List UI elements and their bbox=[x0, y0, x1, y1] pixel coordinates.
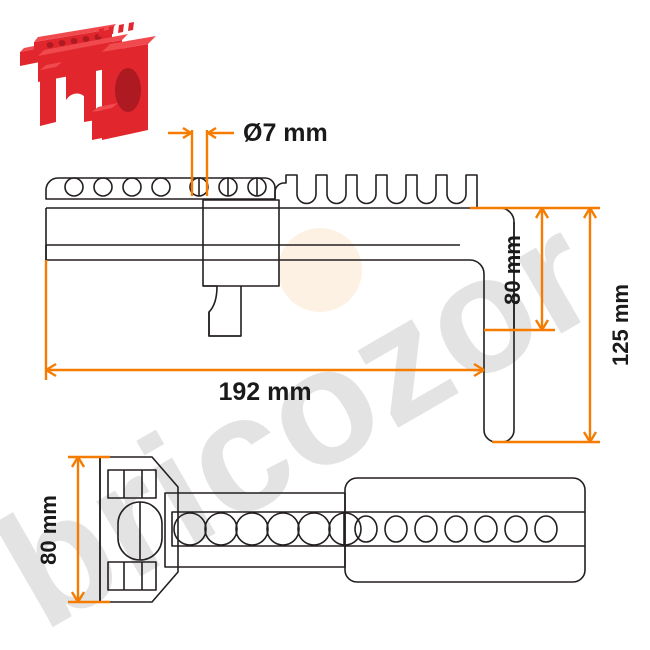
product-main-beam-top bbox=[38, 34, 128, 56]
right-block-hole bbox=[384, 515, 408, 543]
top-bar-hole bbox=[122, 177, 142, 197]
product-lower-tab bbox=[92, 108, 112, 140]
notched-rail bbox=[274, 174, 478, 208]
top-bar-hole bbox=[151, 177, 171, 197]
channel-hole bbox=[297, 512, 331, 546]
channel-hole bbox=[235, 512, 269, 546]
product-tooth bbox=[128, 22, 134, 31]
product-lower-tab-top bbox=[92, 103, 118, 112]
watermark-peach-circle bbox=[278, 228, 362, 312]
product-photo-artwork bbox=[20, 22, 156, 140]
top-perforated-bar bbox=[45, 177, 276, 200]
right-block-hole bbox=[414, 515, 438, 543]
right-block-hole bbox=[504, 515, 528, 543]
beam-left-bottom bbox=[45, 208, 455, 261]
dim125-arrow-top bbox=[582, 207, 598, 219]
right-block-hole bbox=[534, 515, 558, 543]
dimension-lines-group bbox=[44, 126, 600, 604]
head-plate-slot-top bbox=[107, 469, 157, 499]
product-arch-leg bbox=[66, 70, 96, 122]
channel-hole bbox=[173, 512, 207, 546]
product-tooth bbox=[118, 24, 124, 33]
product-rail-hole bbox=[58, 40, 66, 46]
product-tooth bbox=[98, 28, 104, 37]
top-bar-hole bbox=[93, 177, 113, 197]
diameter-arrowhead-right bbox=[207, 126, 217, 140]
product-left-leg bbox=[40, 67, 56, 126]
product-photo-inset bbox=[8, 6, 160, 158]
product-body bbox=[20, 22, 156, 140]
right-block-hole bbox=[474, 515, 498, 543]
product-right-block-top bbox=[102, 36, 156, 52]
channel-bar-track bbox=[171, 511, 345, 547]
product-main-beam bbox=[38, 40, 122, 82]
top-bar-hole bbox=[64, 177, 84, 197]
dim80-arrow-top bbox=[534, 207, 550, 219]
diameter-label: Ø7 mm bbox=[243, 119, 328, 147]
dim80b-arrow-top bbox=[70, 456, 86, 468]
product-tooth bbox=[108, 26, 114, 35]
side-elevation-view bbox=[45, 174, 515, 443]
product-rail-highlight bbox=[34, 24, 116, 42]
product-right-block-window bbox=[115, 68, 141, 112]
length-total-label: 192 mm bbox=[218, 378, 311, 406]
head-plate-slot-bottom bbox=[107, 561, 157, 591]
slider-hook-bottom bbox=[208, 312, 241, 337]
width-bottom-label: 80 mm bbox=[36, 495, 61, 565]
dim80b-arrow-bottom bbox=[70, 591, 86, 603]
right-block-hole bbox=[354, 515, 378, 543]
channel-hole bbox=[266, 512, 300, 546]
height-total-label: 125 mm bbox=[608, 284, 633, 366]
dim80-arrow-bottom bbox=[534, 319, 550, 331]
diameter-arrowhead-left bbox=[182, 126, 192, 140]
slider-block bbox=[202, 199, 280, 287]
dim192-arrow-left bbox=[45, 362, 57, 378]
watermark-group: bricozor bbox=[0, 178, 624, 650]
right-block-hole bbox=[444, 515, 468, 543]
product-rail-hole bbox=[82, 36, 90, 42]
product-rail-hole bbox=[46, 42, 54, 48]
dim125-arrow-bottom bbox=[582, 431, 598, 443]
product-left-leg-top bbox=[40, 62, 62, 70]
right-arm-inner bbox=[455, 259, 506, 443]
channel-hole bbox=[204, 512, 238, 546]
height-inner-label: 80 mm bbox=[500, 235, 525, 305]
right-block-outline bbox=[344, 477, 586, 583]
dim192-arrow-right bbox=[473, 362, 485, 378]
plan-view bbox=[99, 456, 586, 603]
product-rail-hole bbox=[70, 38, 78, 44]
